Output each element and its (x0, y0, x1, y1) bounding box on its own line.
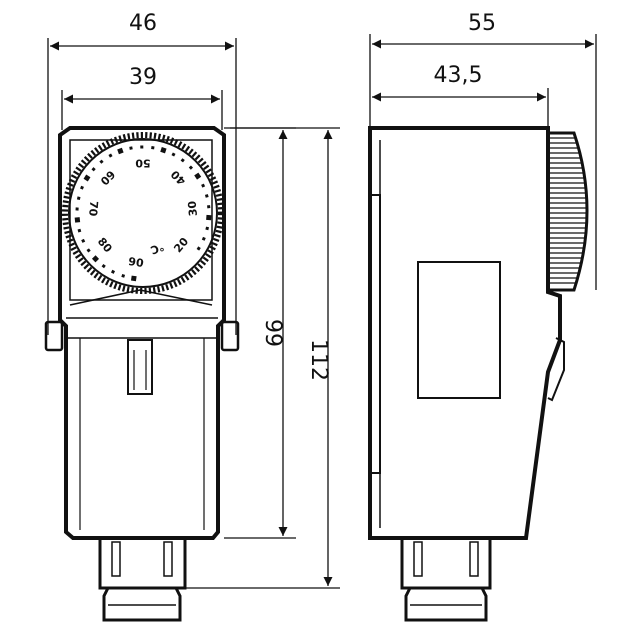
dial-tick (91, 255, 100, 263)
dial-label: 80 (95, 235, 115, 255)
left-clip (44, 320, 64, 352)
side-clip-hook (547, 337, 565, 402)
dial-tick (80, 185, 84, 190)
dial-tick (101, 264, 106, 269)
dial-tick (83, 174, 91, 182)
dial-label: 50 (135, 157, 151, 170)
dial-tick (140, 145, 144, 149)
dim-depth-inner: 43,5 (434, 63, 483, 88)
dial-tick (180, 158, 185, 163)
dial-label: 30 (186, 200, 200, 217)
temperature-dial: 20 30 40 50 60 70 80 90 °C (62, 132, 224, 294)
front-view: 20 30 40 50 60 70 80 90 °C (44, 126, 240, 622)
dial-tick (196, 246, 201, 251)
dim-height-body: 99 (260, 319, 285, 347)
dial-tick (205, 226, 210, 231)
side-dial-profile (548, 131, 589, 292)
side-rail (369, 194, 381, 474)
dial-tick (76, 196, 81, 200)
dial-tick (204, 194, 209, 198)
dimension-lines (47, 34, 597, 589)
dial-tick (160, 147, 167, 154)
front-tab (127, 339, 153, 395)
dial-tick (75, 207, 79, 211)
dial-label: 90 (128, 255, 145, 270)
dim-height-total: 112 (306, 339, 331, 381)
dial-tick-marks (74, 145, 212, 282)
side-label-window (417, 261, 501, 399)
dial-label: 20 (171, 235, 191, 255)
dial-tick (110, 269, 116, 274)
dial-frame (69, 139, 213, 301)
dim-width-inner: 39 (129, 65, 157, 90)
side-housing-outline (368, 126, 562, 540)
dial-wedge (69, 289, 213, 306)
dial-tick (117, 147, 124, 155)
side-connector (400, 538, 492, 622)
dial-label: 70 (86, 200, 100, 217)
dial-unit-label: °C (149, 240, 166, 257)
dial-scale-labels: 20 30 40 50 60 70 80 90 (86, 157, 200, 271)
dial-tick (81, 238, 86, 243)
front-housing-outline (58, 126, 226, 540)
side-view (368, 126, 589, 622)
dial-tick (91, 167, 96, 172)
dial-tick (86, 248, 91, 253)
dial-tick (194, 172, 202, 180)
dial-tick (188, 165, 194, 170)
dial-tick (207, 205, 211, 209)
dial-tick (151, 145, 155, 150)
dial-tick (77, 228, 82, 233)
dial-tick (129, 146, 133, 150)
dim-depth-outer: 55 (468, 11, 496, 36)
dim-width-outer: 46 (129, 11, 157, 36)
dial-label: 60 (97, 168, 117, 188)
front-connector (98, 538, 187, 622)
dial-tick (130, 275, 137, 282)
dial-tick (171, 152, 176, 157)
dial-label: 40 (168, 167, 188, 187)
dial-tick (201, 183, 206, 188)
dial-tick (201, 236, 206, 241)
dial-tick (108, 153, 113, 158)
dial-tick (99, 159, 104, 164)
dial-tick (121, 274, 126, 278)
right-clip (220, 320, 240, 352)
dial-tick (206, 214, 212, 221)
dial-tick (74, 217, 81, 223)
